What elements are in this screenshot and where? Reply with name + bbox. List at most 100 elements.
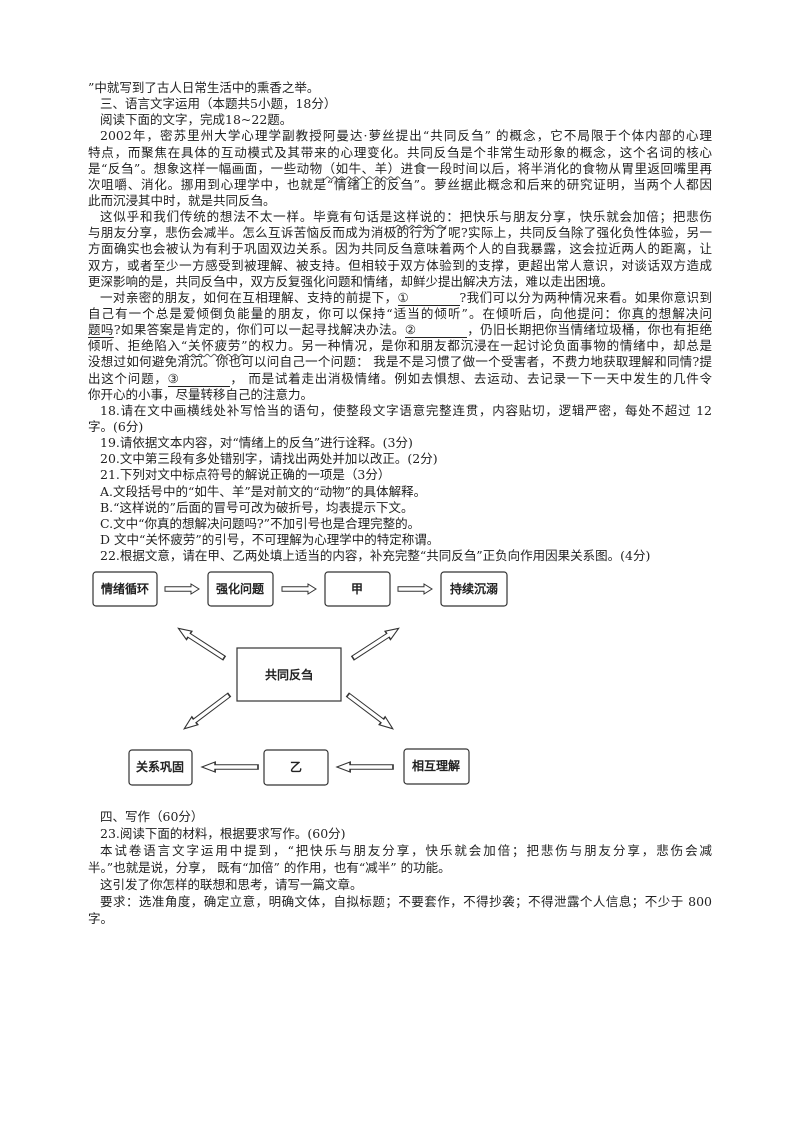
text-segment: 特点，而聚焦在具体的互动模式及其带来的心理变化。共同反刍是个非常生动形象的概念，… — [88, 144, 712, 160]
text-segment: 三、语言文字运用（本题共5小题，18分） — [100, 96, 337, 112]
text-line: 19.请依据文本内容，对“情绪上的反刍”进行诠释。(3分) — [100, 435, 413, 451]
text-segment: 自己有一个总是爱倾倒负能量的朋友，你可以保持“适当的倾听”。在倾听后， — [88, 305, 551, 321]
text-line: 18.请在文中画横线处补写恰当的语句，使整段文字语意完整连贯，内容贴切，逻辑严密… — [100, 403, 712, 419]
text-segment: 此而沉浸其中时，就是共同反刍。 — [88, 192, 276, 208]
text-line: 题吗?如果答案是肯定的，你们可以一起寻找解决办法。②，仍旧长期把你当情绪垃圾桶，… — [88, 322, 712, 339]
text-segment: 四、写作（60分） — [100, 809, 204, 824]
box-label: 关系巩固 — [136, 759, 184, 774]
text-segment: 你开心的小事，尽量转移自己的注意力。 — [88, 386, 314, 402]
text-line: B.“这样说的”后面的冒号可改为破折号，均表提示下文。 — [100, 500, 413, 516]
text-line: 自己有一个总是爱倾倒负能量的朋友，你可以保持“适当的倾听”。在倾听后，向他提问：… — [88, 306, 712, 322]
box-label: 共同反刍 — [265, 667, 313, 682]
text-segment: ?如果答案是肯定的，你们可以一起寻找解决办法。 — [113, 322, 405, 338]
text-line: 与朋友分享，悲伤会减半。怎么互诉苦恼反而成为消极的行为了呢?实际上，共同反刍除了… — [88, 225, 712, 241]
diagram-box-bottom-1: 关系巩固 — [128, 749, 193, 786]
arrow-up-right-icon — [349, 623, 403, 663]
text-segment: 要求：选准角度，确定立意，明确文体，自拟标题；不要套作，不得抄袭；不得泄露个人信… — [100, 894, 712, 909]
text-segment: 这似乎和我们传统的想法不太一样。毕竟有句话是 — [100, 209, 394, 225]
text-segment: 没想过如何避免消沉。你也可以问自己一个问题： 我是不是习惯了做一个受害者，不费力… — [88, 354, 712, 370]
text-segment: 22.根据文意，请在甲、乙两处填上适当的内容，补充完整“共同反刍”正负向作用因果… — [100, 548, 651, 564]
text-segment: 字。 — [88, 911, 114, 926]
text-segment: “关怀疲劳” — [180, 338, 248, 354]
diagram-box-top-1: 情绪循环 — [92, 571, 158, 607]
text-line: 21.下列对文中标点符号的解说正确的一项是（3分） — [100, 467, 390, 483]
fill-in-blank: ③ — [167, 371, 230, 387]
text-line: 22.根据文意，请在甲、乙两处填上适当的内容，补充完整“共同反刍”正负向作用因果… — [100, 548, 650, 564]
text-line: D 文中“关怀疲劳”的引号，不可理解为心理学中的特定称谓。 — [100, 532, 439, 548]
diagram-box-jia: 甲 — [324, 571, 391, 607]
text-segment: 双方，或者至少一方感受到被理解、被支持。但相较于双方体验到的支撑，更超出常人意识… — [88, 257, 712, 273]
text-line: 半。”也就是说，分享， 既有“加倍” 的作用，也有“减半” 的功能。 — [88, 860, 451, 876]
text-segment: 2002年，密苏里州大学心理学副教授阿曼达·萝丝提出“共同反刍” 的概念，它不局… — [100, 128, 712, 144]
text-segment: 本试卷语言文字运用中提到，“把快乐与朋友分享，快乐就会加倍；把悲伤与朋友分享，悲… — [100, 843, 712, 858]
text-segment: 倾听、拒绝陷入 — [88, 338, 181, 354]
text-line: 三、语言文字运用（本题共5小题，18分） — [100, 96, 336, 112]
text-line: 要求：选准角度，确定立意，明确文体，自拟标题；不要套作，不得抄袭；不得泄露个人信… — [100, 894, 712, 910]
text-segment: （如牛、羊） — [322, 160, 401, 176]
text-segment: 题吗 — [88, 322, 114, 338]
text-segment: 出这个问题， — [88, 370, 168, 386]
text-line: 四、写作（60分） — [100, 809, 203, 825]
arrow-right-icon — [164, 583, 200, 595]
text-segment: 方面确实也会被认为有利于巩固双边关系。因为共同反刍意味着两个人的自我暴露，这会拉… — [88, 241, 712, 257]
text-segment: 半。”也就是说，分享， 既有“加倍” 的作用，也有“减半” 的功能。 — [88, 860, 451, 875]
arrow-right-icon — [397, 583, 433, 595]
box-label: 强化问题 — [216, 581, 265, 596]
text-segment: 进食一段时间以后，将半消化的食物从胃里返回嘴里再 — [400, 160, 712, 176]
text-segment: C.文中“你真的想解决问题吗?”不加引号也是合理完整的。 — [100, 515, 421, 531]
text-segment: 阅读下面的文字，完成18~22题。 — [100, 112, 293, 128]
diagram-box-yi: 乙 — [263, 749, 329, 786]
diagram-box-bottom-3: 相互理解 — [403, 748, 470, 785]
text-line: A.文段括号中的“如牛、羊”是对前文的“动物”的具体解释。 — [100, 484, 426, 500]
text-line: 次咀嚼、消化。挪用到心理学中，也就是“情绪上的反刍”。萝丝据此概念和后来的研究证… — [88, 177, 712, 193]
text-line: 方面确实也会被认为有利于巩固双边关系。因为共同反刍意味着两个人的自我暴露，这会拉… — [88, 241, 712, 257]
text-segment: A.文段括号中的“如牛、羊”是对前文的“动物”的具体解释。 — [100, 483, 427, 499]
text-segment: D 文中“关怀疲劳”的引号，不可理解为心理学中的特定称谓。 — [100, 531, 440, 547]
box-label: 乙 — [290, 760, 302, 774]
text-segment: B.“这样说的”后面的冒号可改为破折号，均表提示下文。 — [100, 499, 414, 515]
text-line: 没想过如何避免消沉。你也可以问自己一个问题： 我是不是习惯了做一个受害者，不费力… — [88, 354, 712, 370]
text-line: 字。 — [88, 911, 113, 927]
text-segment: ，仍旧长期把你当情绪垃圾桶，你也有拒绝 — [466, 322, 712, 338]
arrow-up-left-icon — [174, 623, 228, 663]
text-segment: 这样说的 — [393, 209, 447, 225]
text-line: 这引发了你怎样的联想和思考，请写一篇文章。 — [100, 877, 363, 893]
text-line: 你开心的小事，尽量转移自己的注意力。 — [88, 387, 313, 403]
arrow-down-left-icon — [180, 690, 233, 734]
text-segment: 的权力。另一种情况，是你和朋友都沉浸在一起讨论负面事物的情绪中，却总是 — [247, 338, 712, 354]
text-line: 23.阅读下面的材料，根据要求写作。(60分) — [100, 826, 346, 842]
text-line: 字。(6分) — [88, 419, 143, 435]
text-line: 特点，而聚焦在具体的互动模式及其带来的心理变化。共同反刍是个非常生动形象的概念，… — [88, 145, 712, 161]
text-line: 更深影响的是，共同反刍中，双方反复强化问题和情绪，却鲜少提出解决方法，难以走出困… — [88, 274, 613, 290]
text-segment: 19.请依据文本内容，对“情绪上的反刍”进行诠释。(3分) — [100, 435, 413, 451]
text-line: 阅读下面的文字，完成18~22题。 — [100, 112, 292, 128]
text-segment: 21.下列对文中标点符号的解说正确的一项是（3分） — [100, 467, 391, 483]
arrow-right-icon — [281, 583, 317, 595]
text-line: 本试卷语言文字运用中提到，“把快乐与朋友分享，快乐就会加倍；把悲伤与朋友分享，悲… — [100, 843, 712, 859]
text-line: C.文中“你真的想解决问题吗?”不加引号也是合理完整的。 — [100, 516, 420, 532]
text-line: ”中就写到了古人日常生活中的熏香之举。 — [88, 80, 319, 96]
text-segment: 向他提问：你真的想解决问 — [550, 305, 712, 321]
text-line: 是“反刍”。想象这样一幅画面，一些动物（如牛、羊）进食一段时间以后，将半消化的食… — [88, 161, 712, 177]
text-segment: 这引发了你怎样的联想和思考，请写一篇文章。 — [100, 877, 363, 892]
text-segment: 20.文中第三段有多处错别字，请找出两处并加以改正。(2分) — [100, 451, 438, 467]
diagram-box-top-4: 持续沉溺 — [440, 571, 508, 607]
text-segment: ：把快乐与朋友分享，快乐就会加倍；把悲伤 — [446, 209, 712, 225]
box-label: 相互理解 — [412, 758, 460, 773]
text-line: 出这个问题，③， 而是试着走出消极情绪。例如去惧想、去运动、去记录一下一天中发生… — [88, 371, 712, 387]
text-segment: ?我们可以分为两种情况来看。如果你意识到 — [459, 289, 712, 305]
text-segment: 字。(6分) — [88, 418, 144, 434]
arrow-left-icon — [201, 761, 259, 773]
text-line: 一对亲密的朋友，如何在互相理解、支持的前提下，①?我们可以分为两种情况来看。如果… — [100, 290, 712, 306]
fill-in-blank: ② — [404, 323, 467, 339]
diagram-box-top-2: 强化问题 — [207, 571, 274, 607]
text-line: 此而沉浸其中时，就是共同反刍。 — [88, 193, 276, 209]
text-line: 双方，或者至少一方感受到被理解、被支持。但相较于双方体验到的支撑，更超出常人意识… — [88, 258, 712, 274]
fill-in-blank: ① — [397, 290, 460, 306]
box-label: 甲 — [351, 582, 363, 596]
text-segment: 18.请在文中画横线处补写恰当的语句，使整段文字语意完整连贯，内容贴切，逻辑严密… — [100, 402, 712, 418]
text-line: 20.文中第三段有多处错别字，请找出两处并加以改正。(2分) — [100, 451, 438, 467]
text-segment: 是“反刍”。想象这样一幅画面，一些动物 — [88, 160, 323, 176]
arrow-left-icon — [336, 761, 394, 773]
